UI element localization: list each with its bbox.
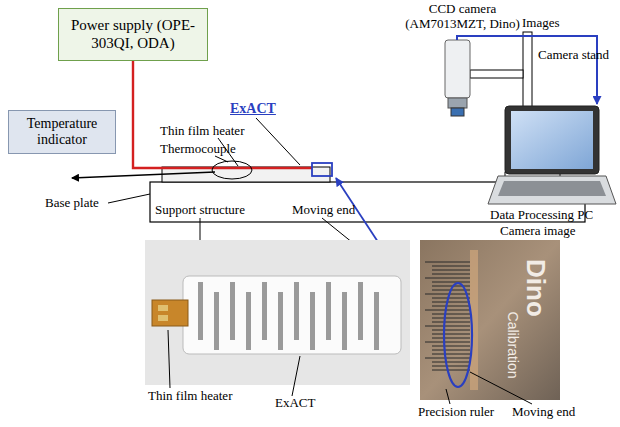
pc-label: Data Processing PC <box>490 208 593 223</box>
part-label: Moving end <box>292 203 355 218</box>
part-label: Support structure <box>155 203 245 218</box>
part-label: Camera stand <box>538 48 609 63</box>
photo-watermark: Dino <box>520 259 550 317</box>
photo-title: Camera image <box>500 224 575 239</box>
part-label: Base plate <box>45 196 99 211</box>
photo-label: ExACT <box>275 396 315 411</box>
photo-watermark: Calibration <box>504 312 520 379</box>
camera-label: CCD camera (AM7013MZT, Dino) <box>400 2 525 32</box>
power-supply-box: Power supply (OPE-303QI, ODA) <box>58 8 208 61</box>
signal-label: Images <box>522 16 560 31</box>
part-label: ExACT <box>230 101 276 117</box>
photo-label: Thin film heater <box>148 389 232 404</box>
part-label: Thin film heater <box>160 124 244 139</box>
photo-label: Moving end <box>512 405 575 420</box>
photo-label: Precision ruler <box>418 405 494 420</box>
box-text: Temperature indicator <box>16 116 108 148</box>
part-label: Thermocouple <box>160 142 236 157</box>
temperature-indicator-box: Temperature indicator <box>8 110 116 154</box>
box-text: Power supply (OPE-303QI, ODA) <box>66 17 200 52</box>
